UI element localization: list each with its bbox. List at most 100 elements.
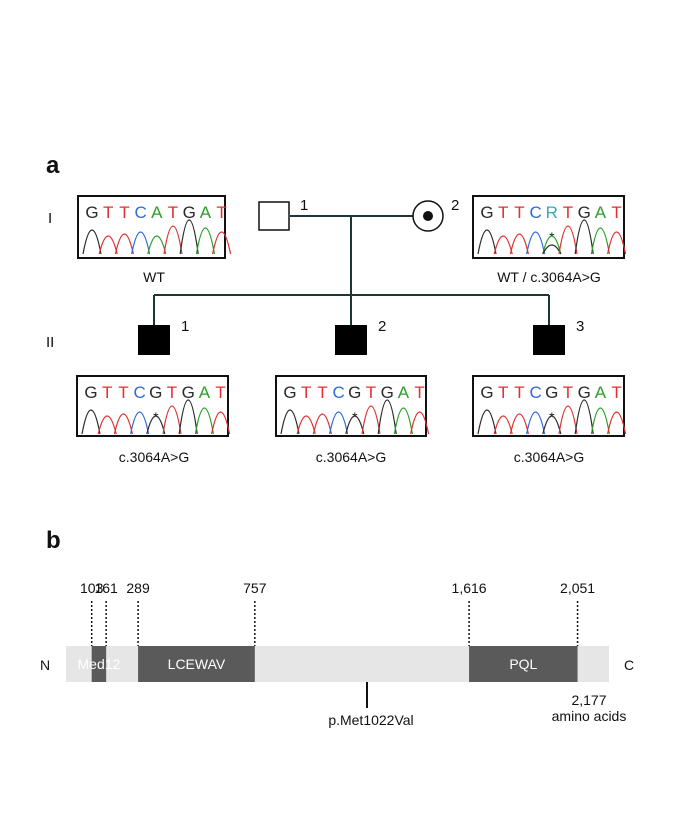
trace-peak-5: [558, 405, 578, 435]
chromatogram-frame: [275, 375, 427, 437]
trace-peak-7: [194, 407, 214, 435]
domain-label-lcewav: LCEWAV: [168, 656, 226, 672]
chromatogram-frame: [472, 375, 625, 437]
father-genotype: WT: [143, 269, 165, 285]
base-call-2: T: [119, 203, 129, 222]
mother-number: 2: [451, 197, 459, 214]
base-call-6: G: [183, 203, 196, 222]
base-call-3: C: [332, 383, 344, 402]
panel-b-label: b: [46, 527, 61, 554]
trace-peak-1: [493, 415, 513, 435]
base-call-3: C: [529, 203, 541, 222]
domain-label-pql: PQL: [509, 656, 537, 672]
trace-peak-1: [493, 235, 513, 255]
child-1-genotype: c.3064A>G: [119, 449, 189, 465]
base-call-2: T: [317, 383, 327, 402]
c-terminus-label: C: [624, 657, 634, 673]
trace-peak-6: [178, 399, 198, 435]
base-call-2: T: [118, 383, 128, 402]
father-square-unaffected: [258, 201, 290, 231]
child-3-genotype: c.3064A>G: [514, 449, 584, 465]
position-label-4: 1,616: [452, 580, 487, 596]
trace-peak-6: [377, 399, 397, 435]
trace-peak-8: [212, 231, 232, 255]
trace-peak-2: [114, 233, 134, 255]
base-call-2: T: [514, 203, 524, 222]
base-call-7: A: [199, 383, 211, 402]
father-number: 1: [300, 197, 308, 214]
trace-peak-7: [590, 227, 610, 255]
trace-peak-0: [477, 229, 497, 255]
base-call-5: T: [563, 203, 573, 222]
base-call-8: T: [611, 203, 621, 222]
base-call-6: G: [381, 383, 394, 402]
base-call-1: T: [498, 383, 508, 402]
trace-peak-1: [296, 415, 316, 435]
pedigree-lines: [153, 215, 550, 325]
position-label-1: 161: [94, 580, 118, 596]
base-call-4: R: [546, 203, 558, 222]
base-call-0: G: [85, 203, 98, 222]
base-call-0: G: [480, 383, 493, 402]
base-call-1: T: [103, 203, 113, 222]
generation-label-I: I: [48, 210, 52, 227]
base-call-2: T: [514, 383, 524, 402]
trace-peak-7: [590, 407, 610, 435]
position-label-2: 289: [126, 580, 150, 596]
position-label-3: 757: [243, 580, 267, 596]
trace-peak-8: [607, 231, 627, 255]
base-call-1: T: [102, 383, 112, 402]
child-2-square-affected: [335, 325, 367, 355]
panel-a-label: a: [46, 152, 60, 179]
base-call-0: G: [283, 383, 296, 402]
base-call-5: T: [563, 383, 573, 402]
base-call-4: G: [545, 383, 558, 402]
base-call-1: T: [301, 383, 311, 402]
trace-peak-6: [179, 219, 199, 255]
trace-peak-2: [312, 413, 332, 435]
base-call-4: G: [348, 383, 361, 402]
trace-peak-7: [195, 227, 215, 255]
trace-peak-8: [607, 411, 627, 435]
n-terminus-label: N: [40, 657, 50, 673]
variant-asterisk: *: [549, 229, 555, 245]
trace-peak-3: [526, 411, 546, 435]
base-call-7: A: [595, 383, 607, 402]
trace-peak-3: [329, 411, 349, 435]
protein-length-number: 2,177: [571, 692, 606, 708]
base-call-3: C: [133, 383, 145, 402]
trace-peak-0: [477, 409, 497, 435]
trace-peak-3: [526, 231, 546, 255]
child-1-number: 1: [181, 318, 189, 335]
domain-lcewav: [138, 646, 255, 682]
base-call-6: G: [182, 383, 195, 402]
trace-peak-1: [97, 415, 117, 435]
chromatogram-frame: [76, 375, 229, 437]
trace-peak-6: [574, 399, 594, 435]
base-call-4: A: [151, 203, 163, 222]
child-1-square-affected: [138, 325, 170, 355]
child-2-number: 2: [378, 318, 386, 335]
base-call-7: A: [595, 203, 607, 222]
base-call-5: T: [167, 383, 177, 402]
carrier-dot: [423, 211, 433, 221]
generation-label-II: II: [46, 334, 54, 351]
position-label-5: 2,051: [560, 580, 595, 596]
variant-label: p.Met1022Val: [328, 712, 413, 728]
trace-peak-2: [509, 233, 529, 255]
trace-peak-0: [82, 229, 102, 255]
base-call-3: C: [134, 203, 146, 222]
mother-genotype: WT / c.3064A>G: [497, 269, 601, 285]
trace-peak-1: [98, 235, 118, 255]
trace-peak-2: [509, 413, 529, 435]
trace-peak-8: [211, 411, 231, 435]
base-call-8: T: [414, 383, 424, 402]
